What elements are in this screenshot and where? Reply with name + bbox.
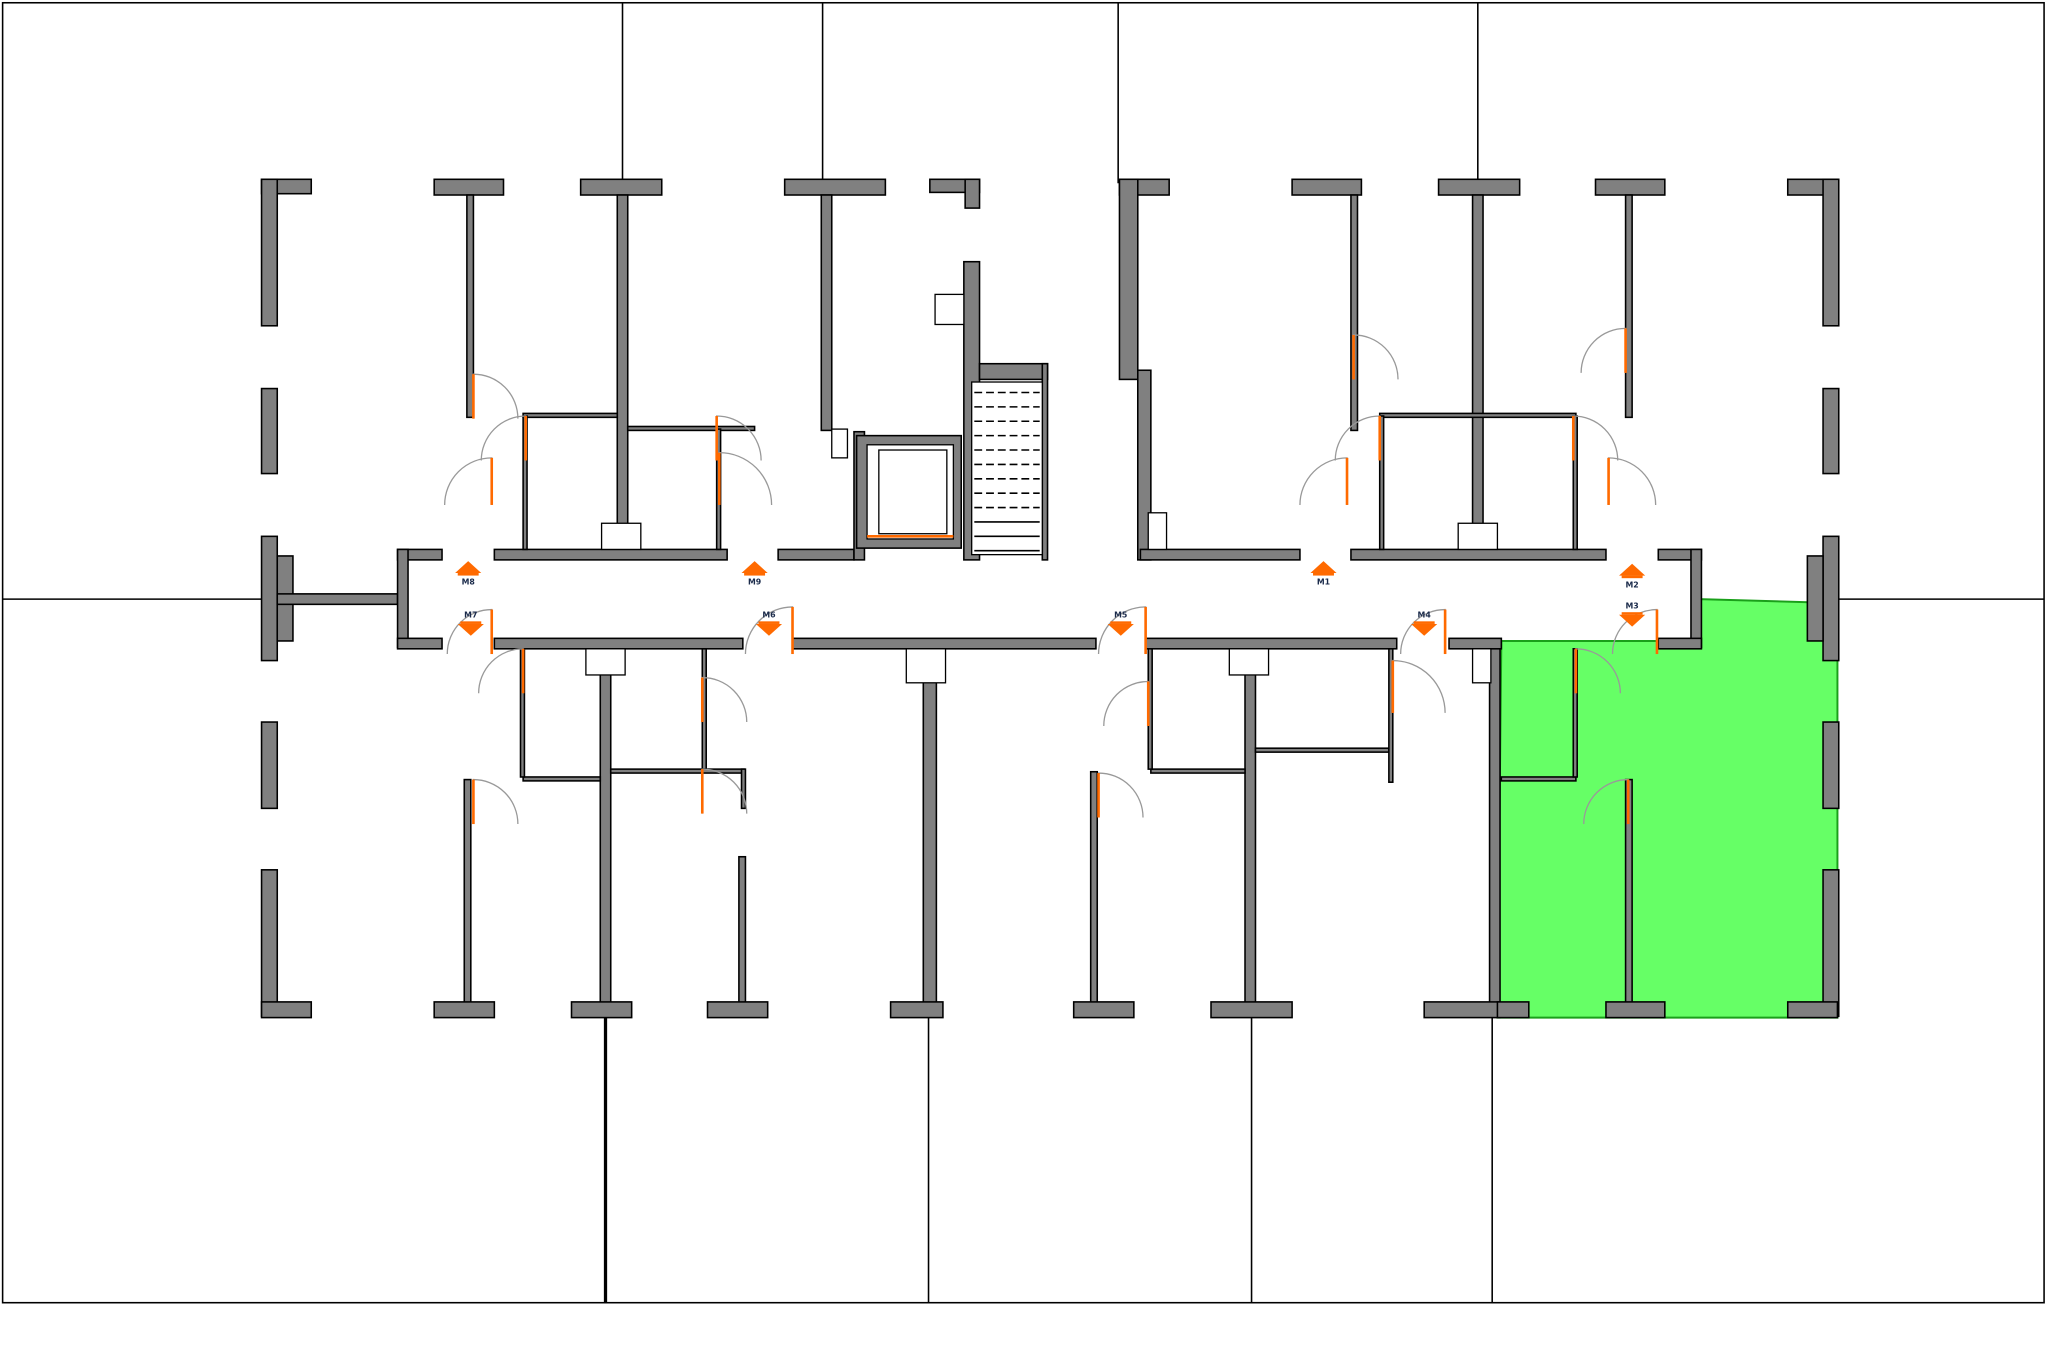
marker-m1[interactable]: M1 xyxy=(1310,561,1337,587)
arrow-down-icon xyxy=(1107,623,1134,636)
arrow-base xyxy=(457,572,479,576)
door[interactable] xyxy=(480,415,528,461)
door-swing-arc xyxy=(1583,778,1629,825)
door-swing-arc xyxy=(718,451,773,505)
door-swing-arc xyxy=(472,373,519,419)
door[interactable] xyxy=(1103,680,1150,726)
door[interactable] xyxy=(446,608,494,655)
marker-label: M8 xyxy=(462,578,475,587)
door-swing-arc xyxy=(1392,659,1446,713)
door-swing-arc xyxy=(1097,772,1144,818)
marker-label: M9 xyxy=(748,578,761,587)
arrow-base xyxy=(1110,621,1132,624)
door[interactable] xyxy=(1334,415,1382,461)
marker-m5[interactable]: M5 xyxy=(1107,610,1134,636)
arrow-base xyxy=(758,621,780,624)
door[interactable] xyxy=(1571,415,1619,461)
door-swing-arc xyxy=(1580,327,1627,373)
door-swing-arc xyxy=(744,606,794,655)
door[interactable] xyxy=(1607,457,1657,505)
door[interactable] xyxy=(472,778,519,825)
arrow-base xyxy=(744,572,766,576)
door-swing-arc xyxy=(701,768,748,814)
door-swing-arc xyxy=(1352,334,1399,380)
door[interactable] xyxy=(1097,772,1144,818)
doors xyxy=(443,327,1659,825)
marker-m4[interactable]: M4 xyxy=(1411,610,1438,636)
marker-label: M1 xyxy=(1317,578,1330,587)
door-swing-arc xyxy=(1103,680,1149,726)
arrow-down-icon xyxy=(755,623,783,636)
marker-m8[interactable]: M8 xyxy=(455,561,482,587)
highlighted-apartment-zone[interactable] xyxy=(1496,598,1839,1019)
door-swing-arc xyxy=(1299,457,1348,505)
door[interactable] xyxy=(1352,334,1399,380)
door[interactable] xyxy=(1574,648,1622,694)
walls xyxy=(260,178,1840,1019)
marker-label: M6 xyxy=(762,610,776,619)
arrow-down-icon xyxy=(1619,614,1646,627)
arrow-base xyxy=(1313,572,1334,576)
arrow-up-icon xyxy=(455,561,482,573)
door[interactable] xyxy=(700,768,748,814)
marker-m6[interactable]: M6 xyxy=(755,610,783,636)
arrow-down-icon xyxy=(1411,623,1438,636)
door-swing-arc xyxy=(1097,606,1147,655)
marker-label: M7 xyxy=(464,610,477,619)
arrow-up-icon xyxy=(1310,561,1337,573)
door[interactable] xyxy=(1391,659,1446,713)
door[interactable] xyxy=(715,415,762,461)
plot-boundaries xyxy=(1,1,2045,1304)
door-swing-arc xyxy=(1607,457,1657,505)
door[interactable] xyxy=(477,648,525,694)
door[interactable] xyxy=(717,451,773,505)
door-swing-arc xyxy=(472,778,519,825)
marker-m3[interactable]: M3 xyxy=(1619,601,1646,627)
arrow-base xyxy=(1621,612,1643,615)
door-swing-arc xyxy=(446,608,493,655)
door-swing-arc xyxy=(1334,415,1381,461)
door-swing-arc xyxy=(1572,415,1619,461)
door-swing-arc xyxy=(1399,608,1446,655)
door-swing-arc xyxy=(477,648,524,694)
arrow-down-icon xyxy=(457,623,484,636)
door[interactable] xyxy=(1299,457,1349,505)
door[interactable] xyxy=(443,457,494,505)
marker-label: M2 xyxy=(1625,580,1638,589)
door-swing-arc xyxy=(716,415,762,461)
marker-label: M5 xyxy=(1114,610,1127,619)
door[interactable] xyxy=(744,606,794,655)
arrow-up-icon xyxy=(1619,563,1646,576)
arrow-base xyxy=(1413,621,1435,624)
door-swing-arc xyxy=(443,457,493,505)
arrow-up-icon xyxy=(741,561,768,573)
marker-m2[interactable]: M2 xyxy=(1619,563,1646,590)
door[interactable] xyxy=(1097,606,1147,655)
marker-label: M4 xyxy=(1418,610,1432,619)
door-swing-arc xyxy=(480,415,527,461)
door[interactable] xyxy=(1583,778,1630,825)
stairwell xyxy=(971,381,1043,556)
door[interactable] xyxy=(472,373,519,419)
door[interactable] xyxy=(700,676,748,723)
arrow-base xyxy=(1621,575,1643,579)
marker-m7[interactable]: M7 xyxy=(457,610,484,636)
arrow-base xyxy=(460,621,482,624)
elevator xyxy=(855,434,963,549)
marker-m9[interactable]: M9 xyxy=(741,561,768,587)
door[interactable] xyxy=(1580,327,1627,373)
door-swing-arc xyxy=(701,676,748,723)
door[interactable] xyxy=(1399,608,1447,655)
marker-label: M3 xyxy=(1625,601,1638,610)
door-swing-arc xyxy=(1575,648,1622,694)
